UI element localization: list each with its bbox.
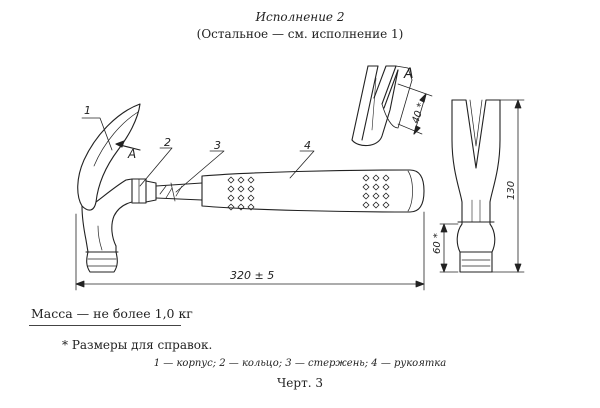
- view-a-title: A: [403, 66, 414, 82]
- hammer-body-part1: [77, 103, 141, 273]
- grip-diamond: [237, 176, 245, 184]
- ring-offset-dimension: 60 *: [432, 233, 443, 254]
- grip-diamond: [372, 183, 380, 191]
- grip-diamond: [247, 176, 255, 184]
- diagram-title: Исполнение 2: [255, 10, 345, 24]
- part-leaders: [81, 117, 315, 193]
- rod-part3: [155, 182, 203, 202]
- grip-diamond: [362, 192, 370, 200]
- grip-diamond: [227, 203, 235, 211]
- head-height-dimension-line: [491, 99, 525, 273]
- part-number-3: 3: [214, 139, 221, 152]
- part-number-4: 4: [304, 139, 311, 152]
- grip-diamond: [372, 174, 380, 182]
- grip-diamond: [382, 201, 390, 209]
- claw-slot-dimension: 40 *: [410, 102, 427, 125]
- grip-diamond: [227, 185, 235, 193]
- grip-diamond: [362, 174, 370, 182]
- parts-legend: 1 — корпус; 2 — кольцо; 3 — стержень; 4 …: [153, 358, 447, 369]
- grip-diamond: [227, 176, 235, 184]
- grip-diamond: [372, 201, 380, 209]
- mass-spec: Масса — не более 1,0 кг: [31, 306, 193, 321]
- diagram-subtitle: (Остальное — см. исполнение 1): [196, 27, 404, 41]
- view-a-arrow-letter: A: [127, 147, 136, 161]
- part-number-1: 1: [84, 104, 91, 117]
- grip-diamond: [362, 201, 370, 209]
- grip-diamond: [382, 192, 390, 200]
- grip-diamond: [382, 174, 390, 182]
- grip-diamond: [382, 183, 390, 191]
- head-height-dimension: 130: [506, 181, 517, 200]
- length-dimension-line: [75, 211, 425, 291]
- grip-diamond: [237, 185, 245, 193]
- grip-diamond: [362, 183, 370, 191]
- view-a-claw: [351, 65, 433, 147]
- grip-diamond: [237, 203, 245, 211]
- reference-note: * Размеры для справок.: [62, 338, 213, 352]
- part-number-2: 2: [164, 136, 171, 149]
- grip-diamond: [237, 194, 245, 202]
- mass-underline: [29, 325, 181, 326]
- ring-part2: [131, 178, 157, 204]
- end-view-hammer: [451, 99, 501, 273]
- grip-diamond: [372, 192, 380, 200]
- sheet-label: Черт. 3: [277, 376, 323, 390]
- view-a-arrow: [115, 140, 141, 151]
- handle-grip-pattern: [227, 174, 390, 211]
- handle-part4: [201, 169, 425, 213]
- grip-diamond: [227, 194, 235, 202]
- grip-diamond: [247, 185, 255, 193]
- ring-offset-dimension-line: [439, 223, 459, 273]
- length-dimension: 320 ± 5: [230, 269, 274, 282]
- grip-diamond: [247, 203, 255, 211]
- grip-diamond: [247, 194, 255, 202]
